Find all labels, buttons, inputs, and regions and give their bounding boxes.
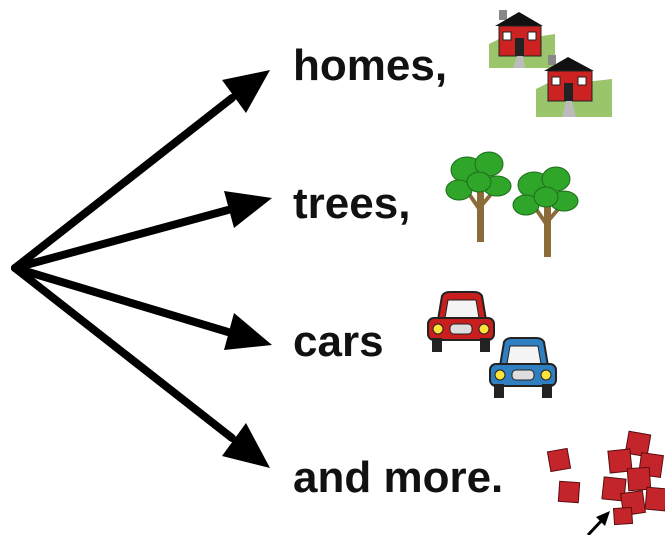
house-icon	[489, 10, 612, 117]
tree-icon	[445, 151, 579, 257]
branch-arrows	[11, 94, 236, 442]
arrow-to-more	[11, 264, 236, 442]
arrowhead-trees	[224, 191, 272, 228]
arrow-to-homes	[11, 94, 236, 272]
arrowheads	[222, 70, 272, 468]
arrowhead-homes	[222, 70, 270, 113]
arrow-to-trees	[11, 206, 232, 272]
label-homes: homes,	[293, 41, 448, 90]
car-icon	[427, 291, 557, 398]
arrowhead-more	[222, 423, 270, 468]
label-cars: cars	[293, 317, 384, 366]
arrow-to-cars	[11, 264, 232, 336]
small-pointer-arrow	[586, 511, 610, 535]
squares-cluster-icon	[546, 430, 665, 526]
label-trees: trees,	[293, 179, 411, 228]
label-and-more: and more.	[293, 453, 504, 502]
arrowhead-cars	[224, 313, 272, 350]
